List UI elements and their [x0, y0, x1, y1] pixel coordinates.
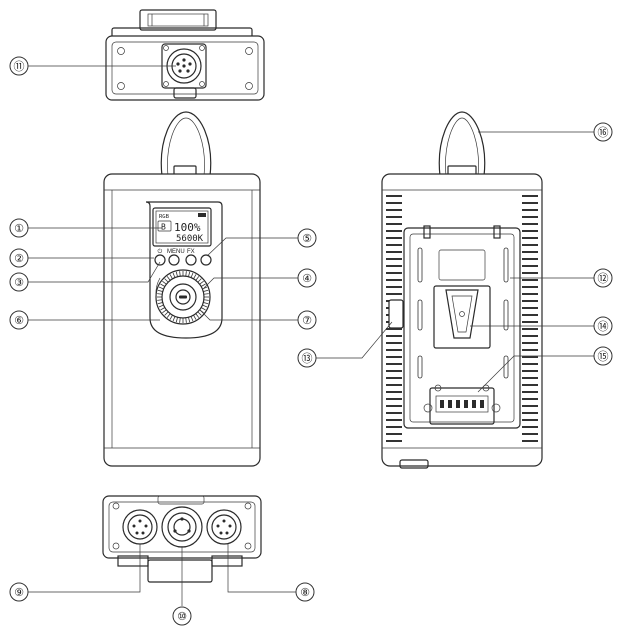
svg-text:⑪: ⑪: [14, 60, 25, 73]
lcd-brightness: 100%: [174, 221, 201, 234]
callout-11: ⑪: [9, 56, 29, 76]
battery-terminal: [423, 384, 501, 425]
lcd-display: RGB B 100% 5600K: [152, 207, 212, 247]
callout-14: ⑭: [593, 316, 613, 336]
callout-2: ②: [9, 248, 29, 268]
callouts: ⑪ ① ② ③ ⑥ ⑤ ④ ⑦ ⑬ ⑯ ⑫ ⑭ ⑮ ⑨ ⑧ ⑩: [9, 56, 613, 626]
lcd-cct: 5600K: [176, 234, 204, 244]
lcd-ch: B: [161, 223, 166, 232]
callout-15: ⑮: [593, 346, 613, 366]
side-latch[interactable]: [388, 299, 404, 329]
front-view: RGB B 100% 5600K ⏻ MENU FX: [103, 111, 261, 467]
control-dial[interactable]: [155, 269, 211, 325]
svg-text:②: ②: [14, 252, 24, 265]
label-menu: MENU: [167, 249, 185, 255]
front-buttons: ⏻ MENU FX: [154, 248, 212, 266]
svg-text:⑯: ⑯: [598, 126, 609, 139]
power-icon: ⏻: [158, 248, 163, 255]
callout-12: ⑫: [593, 268, 613, 288]
callout-13: ⑬: [297, 348, 317, 368]
callout-4: ④: [297, 268, 317, 288]
svg-text:⑨: ⑨: [14, 586, 24, 599]
menu-button[interactable]: [168, 254, 180, 266]
svg-text:⑤: ⑤: [302, 232, 312, 245]
label-fx: FX: [187, 249, 195, 255]
callout-7: ⑦: [297, 310, 317, 330]
callout-3: ③: [9, 272, 29, 292]
callout-5: ⑤: [297, 228, 317, 248]
svg-text:④: ④: [302, 272, 312, 285]
callout-8: ⑧: [295, 582, 315, 602]
callout-10: ⑩: [172, 606, 192, 626]
connector-center: [157, 495, 205, 548]
svg-text:⑦: ⑦: [302, 314, 312, 327]
leader-lines: [28, 65, 594, 606]
svg-text:①: ①: [14, 222, 24, 235]
svg-text:⑧: ⑧: [300, 586, 310, 599]
connector-right: [206, 509, 242, 545]
callout-16: ⑯: [593, 122, 613, 142]
power-button[interactable]: [154, 254, 166, 266]
svg-text:③: ③: [14, 276, 24, 289]
heatsink-fins: [386, 195, 538, 442]
callout-6: ⑥: [9, 310, 29, 330]
svg-text:⑥: ⑥: [14, 314, 24, 327]
fx-button[interactable]: [185, 254, 197, 266]
mode-button[interactable]: [200, 254, 212, 266]
callout-9: ⑨: [9, 582, 29, 602]
svg-text:⑬: ⑬: [302, 352, 313, 365]
callout-1: ①: [9, 218, 29, 238]
svg-text:⑭: ⑭: [598, 320, 609, 333]
lcd-mode: RGB: [159, 214, 170, 220]
svg-text:⑩: ⑩: [177, 610, 187, 623]
top-view: [105, 9, 265, 101]
svg-text:⑮: ⑮: [598, 350, 609, 363]
back-view: [381, 111, 543, 469]
svg-text:⑫: ⑫: [598, 272, 609, 285]
v-mount-plate: [433, 285, 491, 349]
